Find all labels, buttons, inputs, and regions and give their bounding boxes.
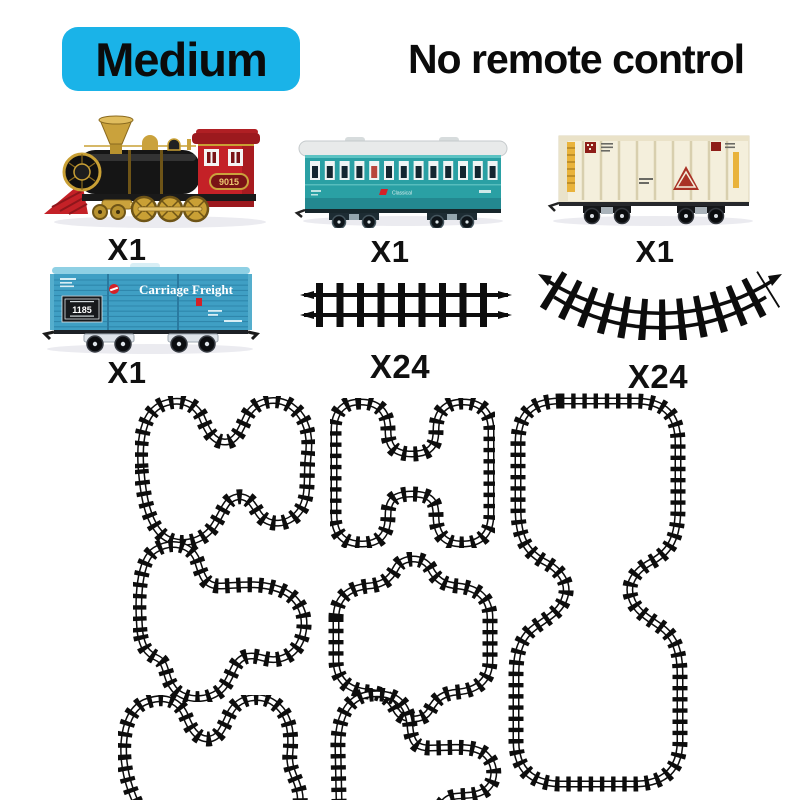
freight-title: Carriage Freight bbox=[139, 282, 234, 297]
sand-dome bbox=[167, 138, 181, 151]
freight-qty: X1 bbox=[107, 355, 147, 390]
passenger-side-text: Classical bbox=[392, 191, 412, 197]
shadow bbox=[54, 216, 266, 228]
passenger-car-image: Classical bbox=[294, 137, 508, 228]
passenger-markings: Classical bbox=[311, 189, 491, 197]
size-badge: Medium bbox=[62, 27, 300, 91]
steam-dome bbox=[142, 135, 158, 150]
track-layout-1 bbox=[135, 396, 315, 548]
locomotive-wheels bbox=[92, 195, 210, 223]
freight-markings: Carriage Freight 1185 bbox=[60, 278, 242, 323]
steam-locomotive-image: 9015 bbox=[44, 115, 266, 228]
locomotive-cab: 9015 bbox=[192, 129, 260, 200]
freight-wagon-image: Carriage Freight 1185 bbox=[42, 263, 260, 354]
coupler-left bbox=[42, 330, 55, 341]
hopper-markings bbox=[585, 142, 735, 190]
freight-roof bbox=[52, 263, 250, 274]
coupler bbox=[294, 208, 306, 218]
locomotive-qty: X1 bbox=[107, 232, 147, 267]
freight-trucks bbox=[83, 333, 219, 353]
curved-track-qty: X24 bbox=[627, 358, 689, 395]
track-layout-6 bbox=[330, 688, 505, 800]
hopper-chassis bbox=[559, 202, 749, 206]
track-layout-7 bbox=[505, 393, 693, 795]
passenger-qty: X1 bbox=[370, 234, 410, 269]
track-layout-4 bbox=[330, 398, 495, 548]
curved-track-image bbox=[538, 270, 782, 340]
hopper-wagon-image bbox=[547, 135, 753, 226]
passenger-roof bbox=[298, 137, 508, 157]
hopper-qty: X1 bbox=[635, 234, 675, 269]
serial-panel: 1185 bbox=[61, 295, 103, 323]
straight-track-image bbox=[300, 283, 512, 327]
hopper-ladder bbox=[567, 142, 739, 192]
coupler-right bbox=[247, 330, 260, 341]
track-layout-2 bbox=[133, 540, 315, 702]
passenger-chassis bbox=[305, 209, 501, 213]
coupler bbox=[547, 201, 560, 212]
track-layout-3 bbox=[118, 695, 313, 800]
whistle bbox=[187, 139, 191, 150]
cab-number: 9015 bbox=[219, 177, 239, 187]
hopper-trucks bbox=[583, 206, 725, 225]
straight-track-qty: X24 bbox=[369, 348, 431, 385]
freight-chassis bbox=[54, 330, 248, 334]
cab-skirt bbox=[198, 201, 254, 207]
number-plate bbox=[209, 173, 249, 190]
shadow bbox=[47, 344, 253, 354]
smokestack bbox=[98, 115, 134, 154]
remote-control-note: No remote control bbox=[407, 36, 745, 82]
passenger-windows bbox=[310, 161, 498, 180]
boiler bbox=[62, 145, 200, 194]
passenger-trucks bbox=[329, 213, 477, 228]
freight-serial: 1185 bbox=[72, 305, 92, 315]
shadow bbox=[553, 216, 753, 226]
